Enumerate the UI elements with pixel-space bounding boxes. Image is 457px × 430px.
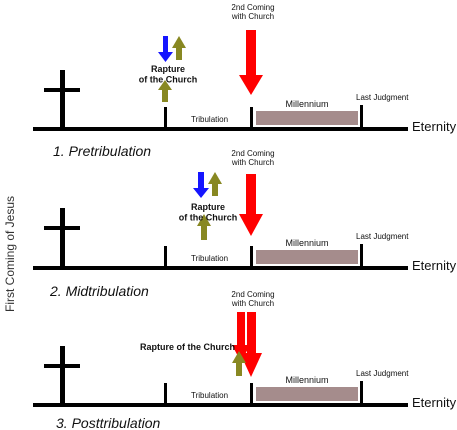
return-arrow-icon xyxy=(239,30,263,95)
tribulation-label: Tribulation xyxy=(191,115,228,124)
text-line: Rapture xyxy=(151,64,185,74)
second-coming-tick xyxy=(250,246,253,268)
last-judgment-tick xyxy=(360,244,363,268)
second-coming-tick xyxy=(250,383,253,405)
panel-pretribulation: Millennium Tribulation Last Judgment Ete… xyxy=(33,3,457,159)
rapture-up-arrow-icon xyxy=(232,351,246,376)
text-line: of the Church xyxy=(179,212,238,222)
last-judgment-label: Last Judgment xyxy=(356,93,409,102)
text-line: of the Church xyxy=(139,74,198,84)
millennium-label: Millennium xyxy=(285,238,328,248)
millennium-bar xyxy=(256,111,358,125)
millennium-label: Millennium xyxy=(285,375,328,385)
last-judgment-tick xyxy=(360,381,363,405)
side-label: First Coming of Jesus xyxy=(3,196,17,312)
text-line: 2nd Coming xyxy=(231,290,274,299)
millennium-label: Millennium xyxy=(285,99,328,109)
text-line: with Church xyxy=(231,299,274,308)
cross-icon xyxy=(44,346,80,406)
last-judgment-tick xyxy=(360,105,363,129)
text-line: 2nd Coming xyxy=(231,149,274,158)
rapture-up-arrow-icon xyxy=(208,172,222,196)
eternity-label: Eternity xyxy=(412,119,457,134)
last-judgment-label: Last Judgment xyxy=(356,232,409,241)
panel-caption: 1. Pretribulation xyxy=(53,143,151,159)
panel-caption: 3. Posttribulation xyxy=(56,415,160,430)
text-line: with Church xyxy=(231,12,274,21)
rapture-down-arrow-icon xyxy=(193,172,209,198)
cross-icon xyxy=(44,70,80,130)
rapture-up-arrow-small-icon xyxy=(158,80,172,102)
return-arrow-icon xyxy=(232,312,250,362)
panel-posttribulation: Millennium Tribulation Last Judgment Ete… xyxy=(33,290,457,430)
timeline-line xyxy=(33,403,408,407)
rapture-down-arrow-icon xyxy=(158,36,173,62)
text-line: with Church xyxy=(231,158,274,167)
return-arrow-icon xyxy=(240,312,262,377)
rapture-tick xyxy=(164,107,167,129)
timeline-line xyxy=(33,266,408,270)
panel-caption: 2. Midtribulation xyxy=(49,283,149,299)
cross-icon xyxy=(44,208,80,268)
panel-midtribulation: Millennium Tribulation Last Judgment Ete… xyxy=(33,149,457,299)
second-coming-tick xyxy=(250,107,253,129)
millennium-bar xyxy=(256,387,358,401)
eternity-label: Eternity xyxy=(412,258,457,273)
eternity-label: Eternity xyxy=(412,395,457,410)
last-judgment-label: Last Judgment xyxy=(356,369,409,378)
rapture-up-arrow-icon xyxy=(172,36,186,60)
return-arrow-icon xyxy=(239,174,263,236)
timeline-line xyxy=(33,127,408,131)
text-line: 2nd Coming xyxy=(231,3,274,12)
rapture-label: Rapture of the Church xyxy=(140,342,235,352)
first-tick xyxy=(164,246,167,268)
tribulation-label: Tribulation xyxy=(191,254,228,263)
millennium-bar xyxy=(256,250,358,264)
text-line: Rapture xyxy=(191,202,225,212)
first-tick xyxy=(164,383,167,405)
rapture-up-arrow-small-icon xyxy=(197,214,211,240)
tribulation-label: Tribulation xyxy=(191,391,228,400)
